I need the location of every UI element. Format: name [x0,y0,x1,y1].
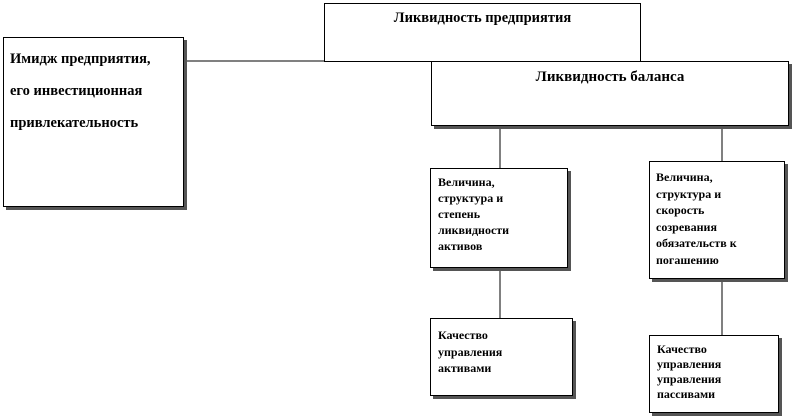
liabilities-label: Величина, структура и скорость созревани… [656,170,737,267]
balance-liquidity-label: Ликвидность баланса [535,69,685,85]
liabilities-management-label: Качество управления управления пассивами [657,342,722,401]
assets-management-box: Качество управления активами [430,318,573,396]
enterprise-image-box: Имидж предприятия, его инвестиционная пр… [3,37,184,207]
assets-management-label: Качество управления активами [438,328,503,375]
balance-liquidity-box: Ликвидность баланса [431,61,789,126]
enterprise-image-label: Имидж предприятия, его инвестиционная пр… [10,51,151,131]
liabilities-management-box: Качество управления управления пассивами [649,335,779,413]
assets-label: Величина, структура и степень ликвидност… [438,175,510,253]
enterprise-liquidity-box: Ликвидность предприятия [324,3,641,62]
liabilities-box: Величина, структура и скорость созревани… [649,161,785,279]
enterprise-liquidity-label: Ликвидность предприятия [393,10,572,26]
assets-box: Величина, структура и степень ликвидност… [430,168,568,268]
